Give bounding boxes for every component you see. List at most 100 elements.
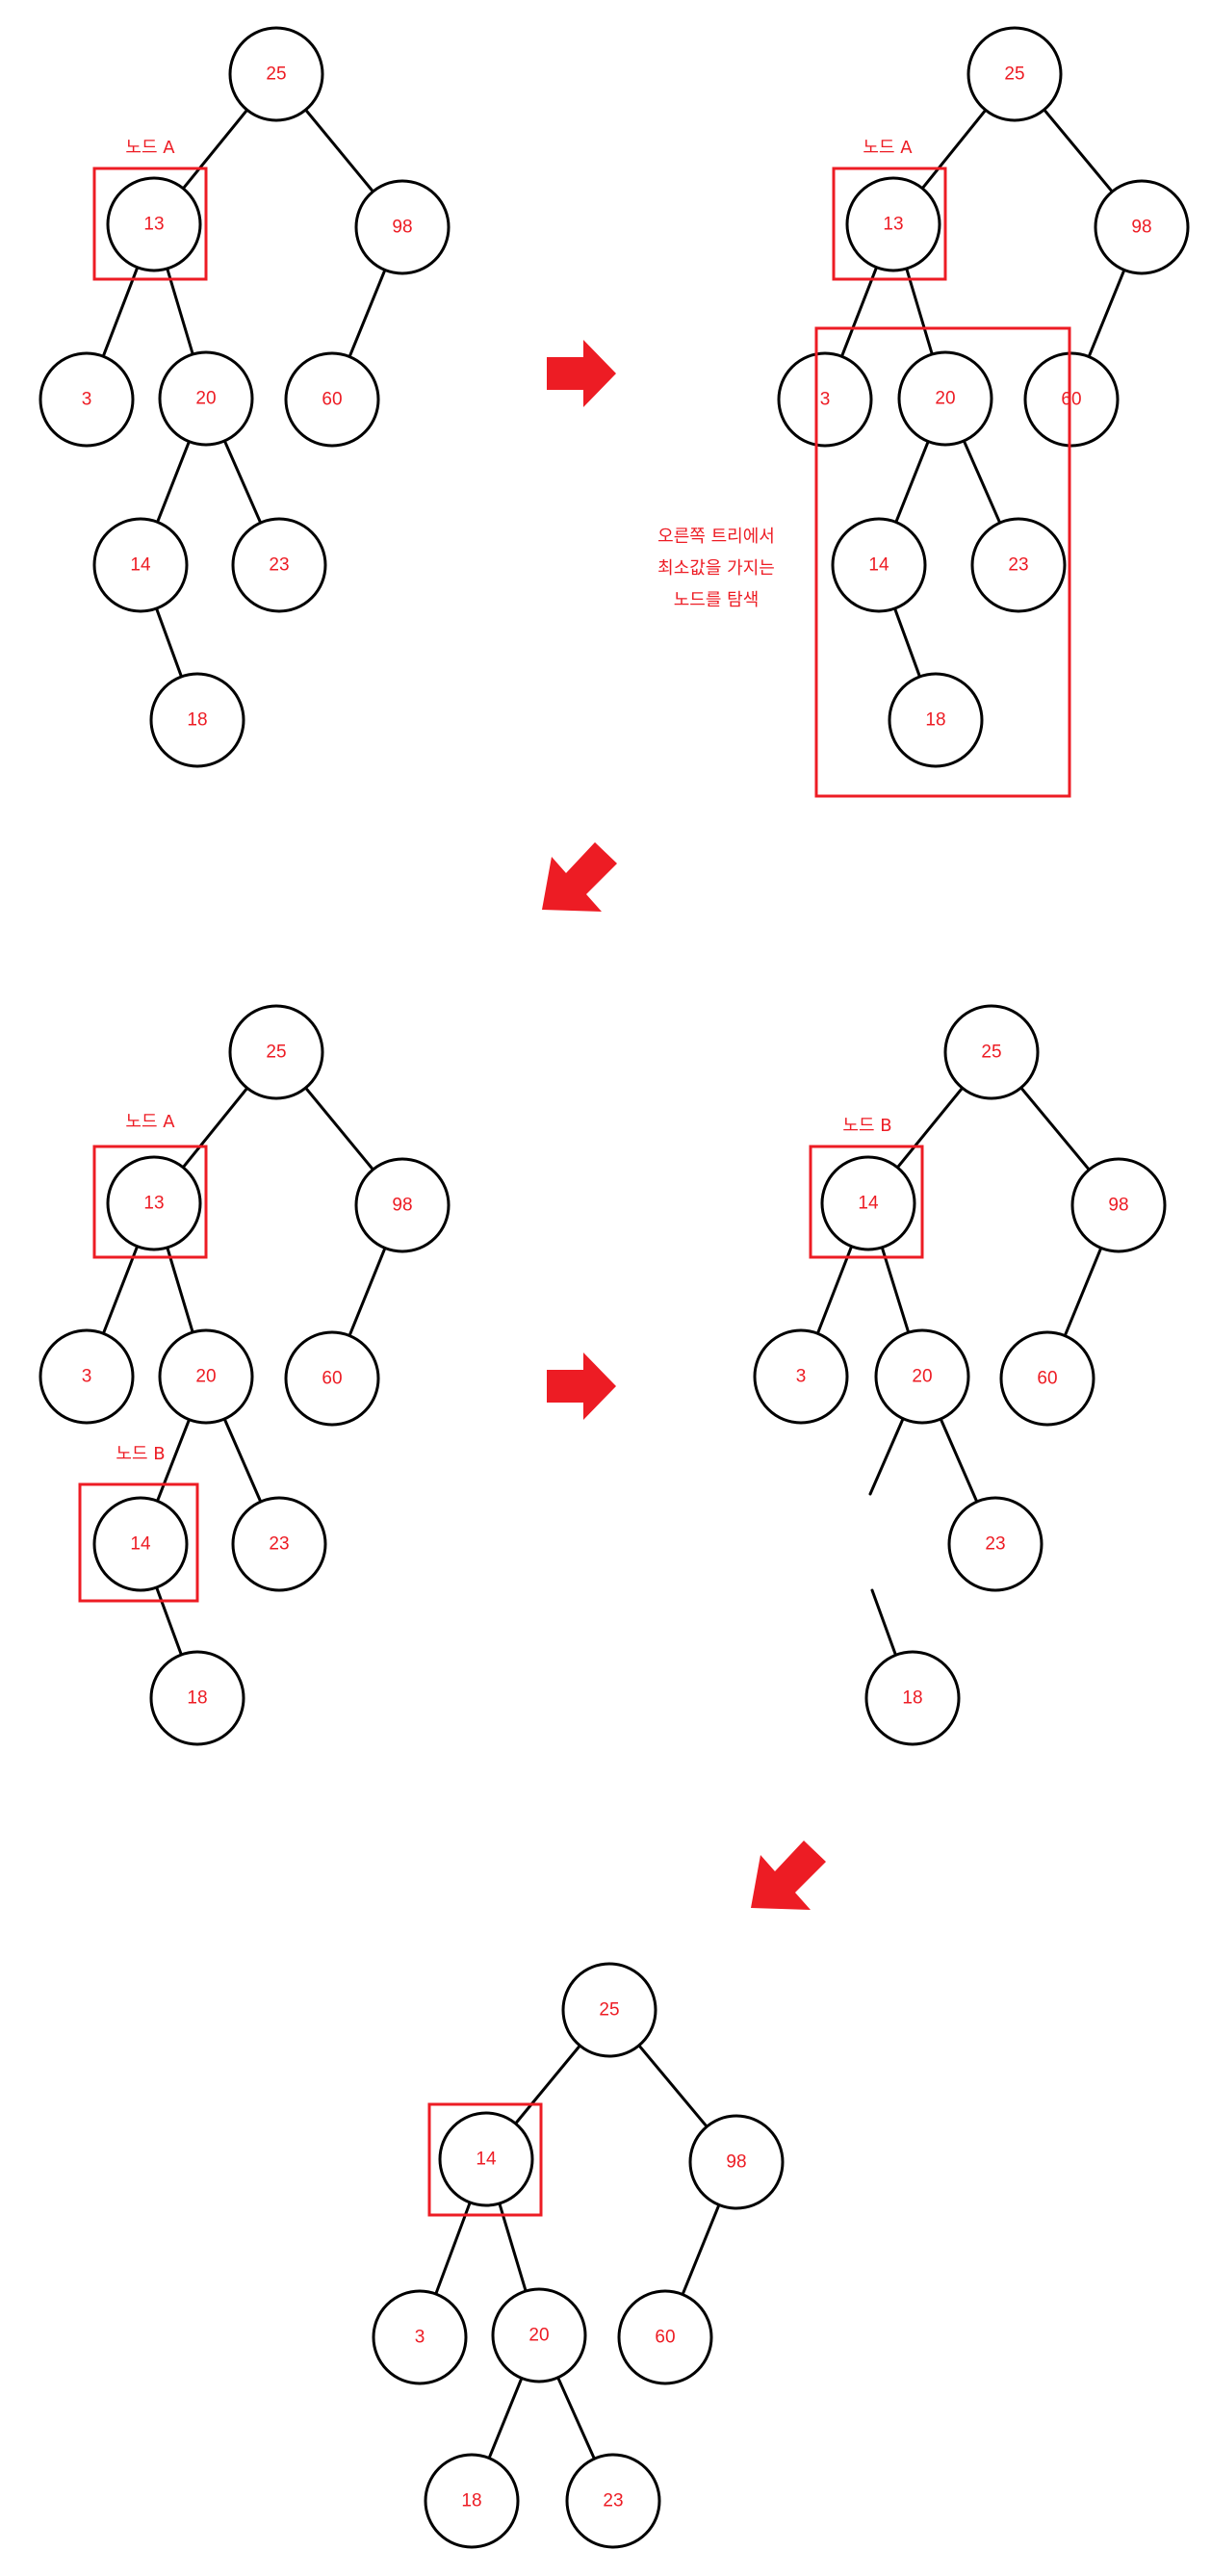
node-value-label: 3 [415,2328,425,2348]
tree-node [820,1155,916,1251]
node-value-label: 23 [603,2491,623,2512]
node-value-label: 60 [322,390,342,410]
tree-edge [304,1086,374,1172]
tree-edge [894,440,930,524]
node-a-label: 노드 A [125,1112,175,1132]
tree-edge [156,440,191,524]
tree-node [688,2114,785,2210]
tree-node [106,176,202,272]
tree-node [617,2289,713,2385]
node-value-label: 3 [82,1367,92,1387]
tree-node [228,26,324,122]
tree-node [970,517,1067,613]
tree-node [424,2453,520,2549]
node-value-label: 60 [1061,390,1081,410]
right-arrow-icon [547,1352,616,1420]
node-b-label: 노드 B [116,1444,165,1464]
tree-edge [181,108,249,191]
node-value-label: 13 [143,215,164,235]
tree-node [565,2453,661,2549]
tree-node [943,1004,1040,1100]
tree-edge [939,1417,979,1504]
tree-node [777,351,873,448]
node-value-label: 14 [868,555,889,576]
node-value-label: 18 [187,1688,207,1709]
tree-edge [166,267,194,356]
tree-edge [348,1246,387,1338]
tree-node [92,517,189,613]
tree-node [106,1155,202,1251]
tree-edge [1087,268,1126,359]
tree-node [158,350,254,447]
tree-edge [222,1417,263,1504]
tree-edge [839,266,879,358]
node-value-label: 98 [1108,1196,1128,1216]
node-value-label: 18 [902,1688,922,1709]
tree-node [149,672,245,768]
node-b-label: 노드 B [842,1116,891,1136]
node-value-label: 3 [796,1367,807,1387]
node-value-label: 23 [1008,555,1028,576]
right-arrow-icon [547,340,616,407]
tree-node [354,179,451,275]
tree-edge [434,2201,472,2296]
node-value-label: 14 [130,1534,151,1555]
tree-edge [815,1245,854,1335]
search-note-line: 오른쪽 트리에서 [657,527,775,547]
node-value-label: 60 [655,2328,675,2348]
nodes-layer: 25 13 98 3 20 60 14 23 18 25 13 98 3 20 60 14 23 18 25 13 98… [39,26,1190,2549]
tree-node [831,517,927,613]
tree-node [753,1328,849,1425]
tree-node [966,26,1063,122]
tree-node [158,1328,254,1425]
node-a-label: 노드 A [863,138,913,158]
tree-node [231,1496,327,1592]
tree-node [438,2111,534,2207]
tree-edge [514,2044,581,2125]
node-value-label: 98 [392,1196,412,1216]
tree-node [888,672,984,768]
tree-edge [920,108,988,191]
node-value-label: 25 [1004,64,1024,85]
node-a-label: 노드 A [125,138,175,158]
tree-node [228,1004,324,1100]
tree-edge [181,1086,249,1170]
node-value-label: 3 [820,390,831,410]
node-value-label: 20 [195,1367,216,1387]
node-value-label: 25 [266,1043,286,1063]
tree-node [231,517,327,613]
tree-node [372,2289,468,2385]
highlight-box [92,167,208,281]
tree-edge [893,606,921,679]
tree-edge [905,267,934,356]
node-value-label: 14 [476,2150,497,2170]
tree-node [845,176,941,272]
tree-node [354,1157,451,1253]
node-value-label: 25 [266,64,286,85]
tree-edge [222,439,263,525]
node-value-label: 14 [130,555,151,576]
tree-edge [880,1246,911,1334]
node-value-label: 60 [322,1369,342,1389]
tree-node [999,1330,1095,1427]
edges-layer [101,108,1126,2460]
node-value-label: 18 [925,710,945,731]
tree-node [92,1496,189,1592]
node-value-label: 23 [269,1534,289,1555]
node-value-label: 20 [195,389,216,409]
tree-node [864,1650,961,1746]
node-value-label: 13 [883,215,903,235]
cut-edge [868,1417,905,1496]
node-value-label: 23 [269,555,289,576]
node-value-label: 20 [912,1367,932,1387]
tree-node [874,1328,970,1425]
tree-node [561,1962,657,2058]
down-left-arrow-icon [751,1841,826,1910]
node-value-label: 98 [392,218,412,238]
tree-edge [304,108,374,193]
highlight-box [78,1482,199,1603]
tree-edge [155,1418,192,1503]
highlight-box [832,167,947,281]
node-value-label: 13 [143,1194,164,1214]
